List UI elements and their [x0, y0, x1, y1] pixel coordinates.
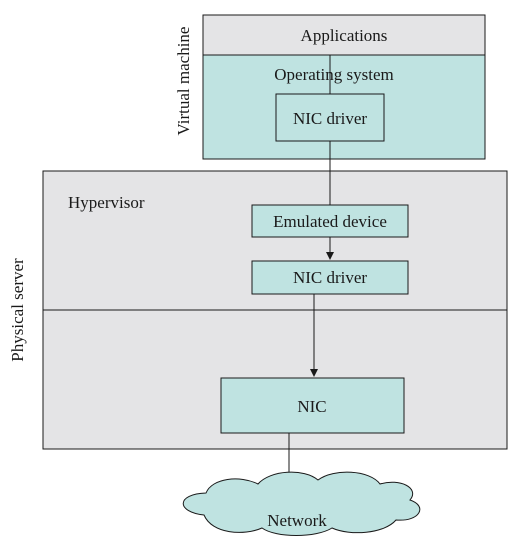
virtual-machine-label: Virtual machine	[174, 27, 193, 136]
nic-box	[220, 377, 405, 434]
hypervisor-nic-driver-label: NIC driver	[293, 268, 367, 287]
vm-nic-driver-label: NIC driver	[293, 109, 367, 128]
physical-server-label: Physical server	[8, 258, 27, 362]
emulated-device-label: Emulated device	[273, 212, 387, 231]
emulated-device-box	[251, 204, 409, 238]
hypervisor-nic-driver-box	[251, 260, 409, 295]
operating-system-label: Operating system	[274, 65, 393, 84]
network-label: Network	[267, 511, 327, 530]
network-cloud	[182, 471, 421, 536]
hypervisor-label: Hypervisor	[68, 193, 145, 212]
applications-layer	[202, 14, 486, 56]
applications-label: Applications	[301, 26, 388, 45]
nic-label: NIC	[297, 397, 326, 416]
vm-nic-driver-box	[275, 93, 385, 142]
